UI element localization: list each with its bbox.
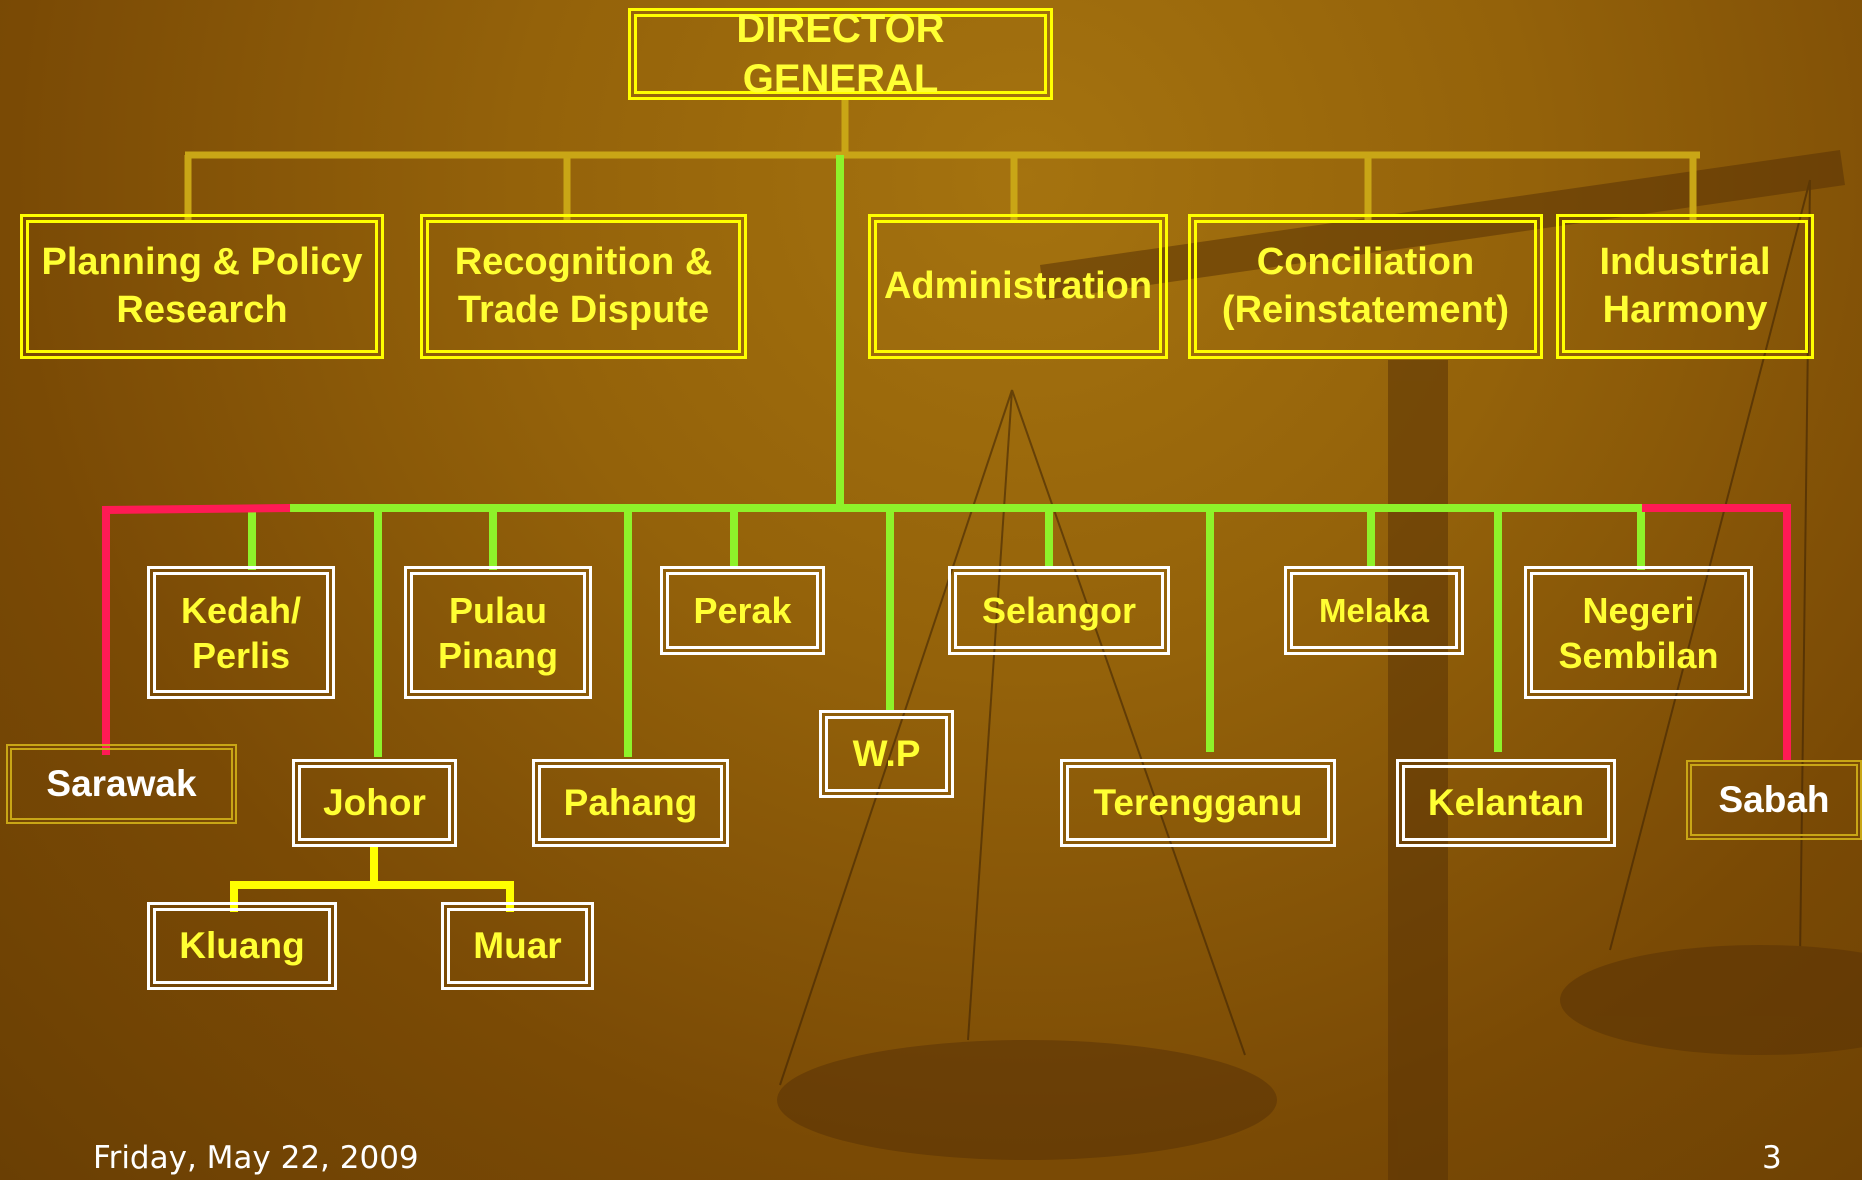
scale-beam xyxy=(1040,150,1845,300)
division-administration-box[interactable]: Administration xyxy=(868,214,1168,359)
state-negeri-sembilan-box[interactable]: Negeri Sembilan xyxy=(1524,566,1753,699)
division-industrial-harmony-label: Industrial Harmony xyxy=(1599,241,1771,331)
director-general-box[interactable]: DIRECTOR GENERAL xyxy=(628,7,1053,101)
state-sarawak-label: Sarawak xyxy=(46,762,197,804)
scale-pan-left xyxy=(777,1040,1277,1160)
state-sarawak-box[interactable]: Sarawak xyxy=(6,744,237,824)
footer-date: Friday, May 22, 2009 xyxy=(93,1140,419,1176)
state-kelantan-box[interactable]: Kelantan xyxy=(1396,759,1616,847)
state-wp-label: W.P xyxy=(852,732,921,774)
office-muar-box[interactable]: Muar xyxy=(441,902,594,990)
state-kelantan-label: Kelantan xyxy=(1427,781,1585,823)
state-pahang-label: Pahang xyxy=(563,781,698,823)
division-conciliation-box[interactable]: Conciliation (Reinstatement) xyxy=(1188,214,1543,359)
state-negeri-sembilan-label: Negeri Sembilan xyxy=(1558,589,1719,676)
division-recognition-label: Recognition & Trade Dispute xyxy=(454,241,713,331)
state-perak-label: Perak xyxy=(693,590,792,631)
johor-connectors xyxy=(230,845,514,912)
connector-line xyxy=(1642,504,1791,762)
division-planning-label: Planning & Policy Research xyxy=(41,241,363,331)
scale-string xyxy=(967,389,1013,1041)
division-connectors xyxy=(184,98,1700,222)
state-johor-label: Johor xyxy=(323,781,426,823)
state-pahang-box[interactable]: Pahang xyxy=(532,759,729,847)
state-selangor-box[interactable]: Selangor xyxy=(948,566,1170,655)
division-recognition-box[interactable]: Recognition & Trade Dispute xyxy=(420,214,747,359)
division-industrial-harmony-box[interactable]: Industrial Harmony xyxy=(1556,214,1814,359)
office-muar-label: Muar xyxy=(473,924,562,966)
east-west-connectors xyxy=(102,504,1791,762)
state-pulau-pinang-label: Pulau Pinang xyxy=(437,589,558,676)
state-melaka-label: Melaka xyxy=(1318,591,1430,629)
state-sabah-box[interactable]: Sabah xyxy=(1686,760,1862,840)
state-sabah-label: Sabah xyxy=(1718,778,1830,820)
state-kedah-perlis-label: Kedah/ Perlis xyxy=(180,589,302,676)
state-terengganu-box[interactable]: Terengganu xyxy=(1060,759,1336,847)
state-kedah-perlis-box[interactable]: Kedah/ Perlis xyxy=(147,566,335,699)
state-wp-box[interactable]: W.P xyxy=(819,710,954,798)
state-selangor-label: Selangor xyxy=(981,590,1137,631)
division-planning-box[interactable]: Planning & Policy Research xyxy=(20,214,384,359)
scale-pan-right xyxy=(1560,945,1862,1055)
director-general-label: DIRECTOR GENERAL xyxy=(736,7,945,101)
office-kluang-label: Kluang xyxy=(179,924,305,966)
state-johor-box[interactable]: Johor xyxy=(292,759,457,847)
balance-scale-background xyxy=(777,150,1862,1180)
office-kluang-box[interactable]: Kluang xyxy=(147,902,337,990)
state-melaka-box[interactable]: Melaka xyxy=(1284,566,1464,655)
state-connectors xyxy=(248,155,1645,757)
scale-string xyxy=(1609,179,1811,951)
state-pulau-pinang-box[interactable]: Pulau Pinang xyxy=(404,566,592,699)
division-administration-label: Administration xyxy=(883,264,1153,307)
connector-line xyxy=(102,504,291,755)
connector-line xyxy=(230,881,514,912)
division-conciliation-label: Conciliation (Reinstatement) xyxy=(1221,241,1510,331)
footer-page-number: 3 xyxy=(1762,1140,1782,1176)
state-perak-box[interactable]: Perak xyxy=(660,566,825,655)
scale-string xyxy=(1011,389,1246,1056)
state-terengganu-label: Terengganu xyxy=(1093,781,1303,823)
